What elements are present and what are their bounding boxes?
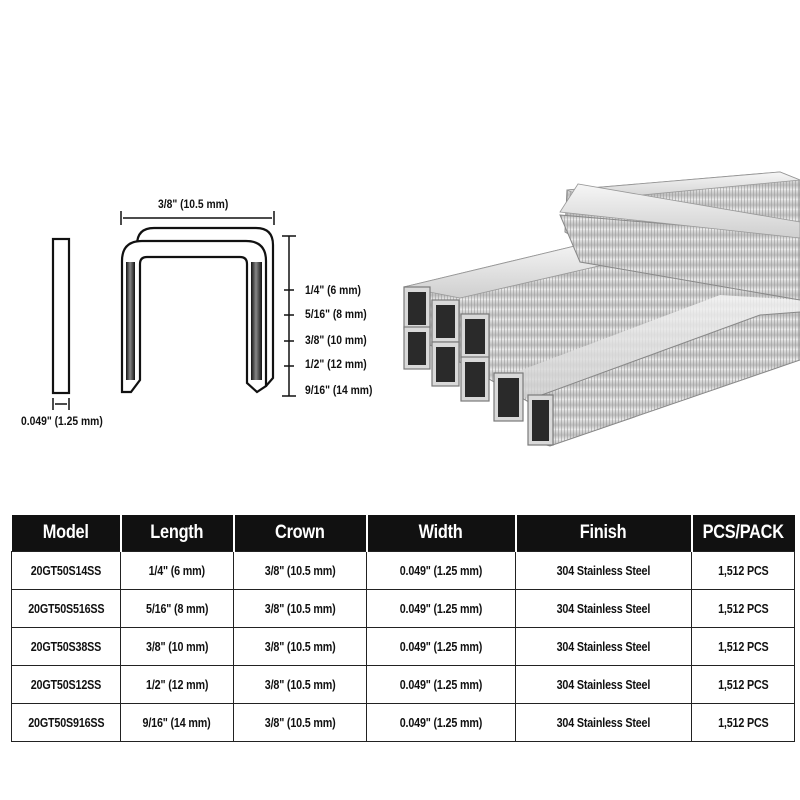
header-model: Model — [11, 515, 121, 552]
crown-label: 3/8" (10.5 mm) — [158, 197, 229, 211]
cell-crown: 3/8" (10.5 mm) — [233, 627, 367, 666]
header-pcs-pack: PCS/PACK — [690, 515, 795, 552]
length-label-1: 1/4" (6 mm) — [305, 283, 361, 297]
cell-width: 0.049" (1.25 mm) — [366, 665, 516, 704]
staple-outline — [120, 226, 275, 394]
cell-finish: 304 Stainless Steel — [515, 665, 692, 704]
spec-table: Model Length Crown Width Finish PCS/PACK… — [11, 515, 795, 742]
cell-finish: 304 Stainless Steel — [515, 703, 692, 742]
cell-width: 0.049" (1.25 mm) — [366, 703, 516, 742]
cell-model: 20GT50S14SS — [11, 551, 121, 590]
cell-pcs: 1,512 PCS — [691, 551, 795, 590]
wire-cross-section — [51, 237, 71, 410]
cell-length: 1/2" (12 mm) — [120, 665, 234, 704]
cell-length: 1/4" (6 mm) — [120, 551, 234, 590]
cell-width: 0.049" (1.25 mm) — [366, 551, 516, 590]
cell-width: 0.049" (1.25 mm) — [366, 589, 516, 628]
cell-model: 20GT50S38SS — [11, 627, 121, 666]
cell-model: 20GT50S916SS — [11, 703, 121, 742]
length-label-4: 1/2" (12 mm) — [305, 357, 367, 371]
cell-width: 0.049" (1.25 mm) — [366, 627, 516, 666]
table-row: 20GT50S916SS 9/16" (14 mm) 3/8" (10.5 mm… — [11, 703, 795, 742]
cell-length: 9/16" (14 mm) — [120, 703, 234, 742]
cell-finish: 304 Stainless Steel — [515, 627, 692, 666]
cell-crown: 3/8" (10.5 mm) — [233, 703, 367, 742]
cell-crown: 3/8" (10.5 mm) — [233, 665, 367, 704]
table-row: 20GT50S516SS 5/16" (8 mm) 3/8" (10.5 mm)… — [11, 589, 795, 628]
header-width: Width — [365, 515, 516, 552]
cell-crown: 3/8" (10.5 mm) — [233, 551, 367, 590]
cell-model: 20GT50S516SS — [11, 589, 121, 628]
length-ruler — [282, 235, 296, 397]
length-label-5: 9/16" (14 mm) — [305, 383, 373, 397]
cell-crown: 3/8" (10.5 mm) — [233, 589, 367, 628]
crown-dimension — [120, 211, 275, 225]
cell-pcs: 1,512 PCS — [691, 627, 795, 666]
table-row: 20GT50S14SS 1/4" (6 mm) 3/8" (10.5 mm) 0… — [11, 551, 795, 590]
cell-length: 3/8" (10 mm) — [120, 627, 234, 666]
header-crown: Crown — [232, 515, 367, 552]
table-header-row: Model Length Crown Width Finish PCS/PACK — [11, 515, 795, 552]
table-row: 20GT50S12SS 1/2" (12 mm) 3/8" (10.5 mm) … — [11, 665, 795, 704]
cell-pcs: 1,512 PCS — [691, 703, 795, 742]
staple-diagram — [51, 171, 800, 447]
header-length: Length — [119, 515, 234, 552]
header-finish: Finish — [514, 515, 692, 552]
wire-width-label: 0.049" (1.25 mm) — [21, 414, 103, 428]
length-label-3: 3/8" (10 mm) — [305, 333, 367, 347]
cell-pcs: 1,512 PCS — [691, 665, 795, 704]
table-row: 20GT50S38SS 3/8" (10 mm) 3/8" (10.5 mm) … — [11, 627, 795, 666]
cell-length: 5/16" (8 mm) — [120, 589, 234, 628]
cell-model: 20GT50S12SS — [11, 665, 121, 704]
length-label-2: 5/16" (8 mm) — [305, 307, 367, 321]
cell-pcs: 1,512 PCS — [691, 589, 795, 628]
staple-strips-illustration — [403, 171, 800, 447]
cell-finish: 304 Stainless Steel — [515, 589, 692, 628]
cell-finish: 304 Stainless Steel — [515, 551, 692, 590]
